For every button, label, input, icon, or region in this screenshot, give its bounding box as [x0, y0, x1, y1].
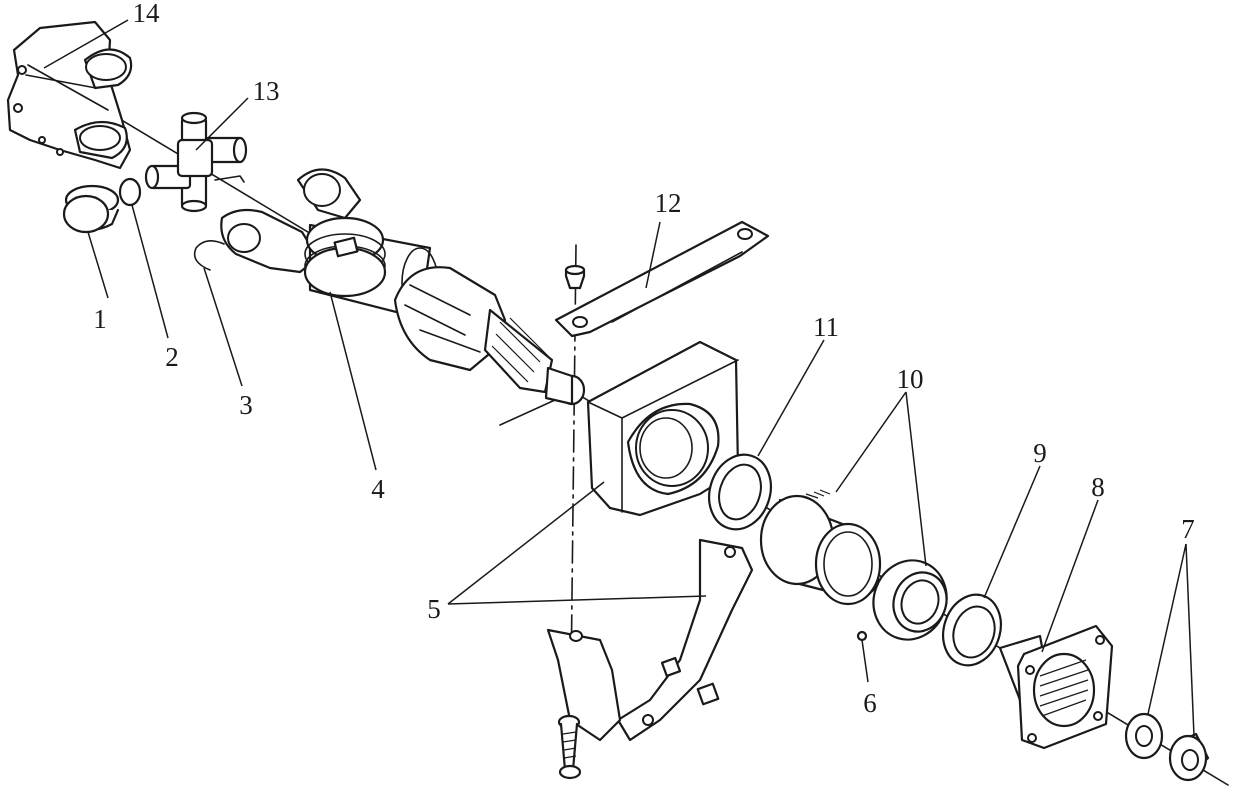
leader-3 — [203, 267, 243, 387]
leader-5b — [447, 595, 707, 605]
leader-13 — [195, 97, 249, 151]
part-7-washer-nut — [1124, 712, 1210, 782]
leader-lines — [43, 19, 1195, 737]
callout-2: 2 — [165, 342, 179, 372]
slip-yoke — [220, 168, 362, 274]
callout-10: 10 — [897, 364, 924, 394]
bottom-bolt — [557, 714, 582, 780]
callout-4: 4 — [371, 474, 385, 504]
callout-8: 8 — [1091, 472, 1105, 502]
callout-6: 6 — [863, 688, 877, 718]
part-5-bearing-bracket — [546, 340, 754, 742]
leader-7b — [1185, 543, 1195, 737]
leader-7a — [1147, 543, 1187, 715]
callout-3: 3 — [239, 390, 253, 420]
callout-12: 12 — [655, 188, 682, 218]
callout-14: 14 — [133, 0, 161, 28]
callout-13: 13 — [253, 76, 280, 106]
leader-9 — [983, 465, 1041, 599]
part-10-bearing-ring — [872, 559, 948, 641]
leader-10b — [905, 391, 927, 567]
leader-1 — [87, 231, 109, 299]
leader-11 — [757, 339, 825, 457]
leader-14 — [43, 19, 129, 69]
part-13-spider-cross — [144, 111, 248, 213]
leader-6 — [861, 639, 869, 683]
leader-12 — [645, 221, 661, 289]
part-2-snap-ring — [118, 177, 142, 207]
spline-shaft — [393, 266, 586, 426]
part-9-seal — [942, 593, 1002, 667]
leader-2 — [131, 204, 169, 339]
leader-8 — [1041, 499, 1099, 653]
part-8-flange — [998, 624, 1114, 750]
leader-10a — [835, 391, 907, 493]
part-14-yoke — [6, 20, 133, 170]
callout-9: 9 — [1033, 438, 1047, 468]
callout-1: 1 — [93, 304, 107, 334]
callout-7: 7 — [1181, 514, 1195, 544]
part-6-ball — [856, 630, 868, 642]
callout-11: 11 — [813, 312, 839, 342]
part-11-seal-ring — [708, 453, 772, 531]
leader-4 — [329, 291, 377, 471]
part-12-plate — [554, 220, 770, 338]
callout-5: 5 — [427, 594, 441, 624]
part-1-cap — [62, 184, 120, 234]
part-10-bearing-cylinder — [759, 489, 882, 606]
part-3-spring-clip — [193, 240, 225, 271]
top-bolt — [564, 264, 586, 290]
leader-5a — [447, 481, 605, 605]
